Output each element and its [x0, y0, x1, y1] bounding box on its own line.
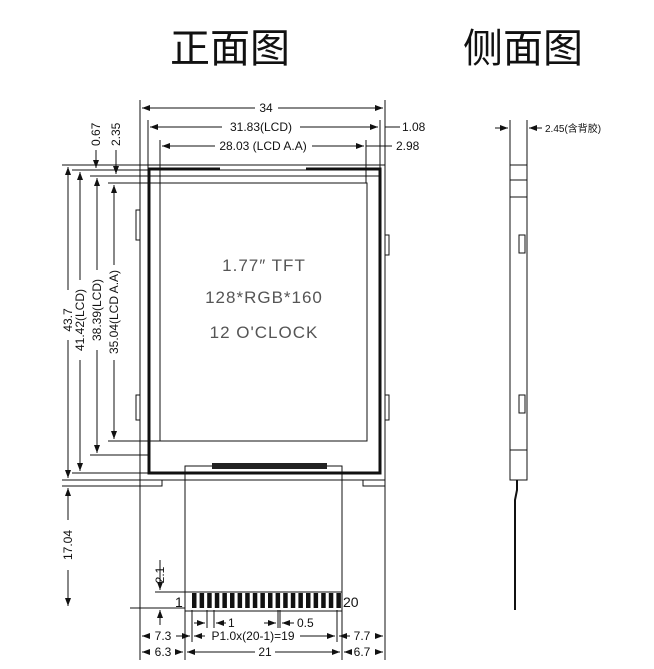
pin-20-label: 20 [343, 594, 359, 610]
connector-pin [313, 593, 319, 608]
dim-width-total: 34 [259, 101, 273, 115]
dim-width-lcd: 31.83(LCD) [230, 120, 292, 134]
connector-pin [237, 593, 243, 608]
connector-pin [207, 593, 212, 608]
dim-left-1: 7.3 [155, 629, 172, 643]
dim-thickness: 2.45(含背胶) [545, 122, 601, 135]
display-text-orientation: 12 O'CLOCK [210, 323, 319, 342]
connector-pin [268, 593, 273, 608]
active-area [159, 182, 368, 442]
dim-left-2: 6.3 [155, 645, 172, 659]
dim-right-2: 2.98 [396, 139, 420, 153]
dim-height-total: 43.7 [61, 308, 75, 332]
connector-pin [306, 593, 311, 608]
pin-1-label: 1 [175, 594, 183, 610]
side-view [495, 120, 542, 610]
connector-pins [192, 593, 341, 608]
dim-height-aa: 35.04(LCD A.A) [107, 270, 121, 354]
dim-right-3: 7.7 [354, 629, 371, 643]
side-view-title: 侧面图 [463, 26, 583, 72]
dim-fpc-length: 17.04 [61, 530, 75, 560]
fpc-bond [212, 463, 327, 469]
dim-height-lcd2: 38.39(LCD) [90, 279, 104, 341]
side-outline [509, 164, 528, 481]
connector-pin [298, 593, 303, 608]
dim-height-lcd: 41.42(LCD) [73, 289, 87, 351]
connector-pin [252, 593, 258, 608]
dim-width-aa: 28.03 (LCD A.A) [219, 139, 306, 153]
dim-pad-height: 2.1 [153, 566, 167, 583]
display-text-resolution: 128*RGB*160 [205, 288, 323, 307]
connector-pin [328, 593, 334, 608]
connector-pin [214, 593, 220, 608]
connector-pin [283, 593, 288, 608]
connector-pin [245, 593, 250, 608]
connector-pin [336, 593, 341, 608]
fpc-outline [184, 465, 343, 612]
dim-pin-width: 1 [228, 616, 235, 630]
dim-pitch: P1.0x(20-1)=19 [211, 629, 294, 643]
dim-pin-gap: 0.5 [297, 616, 314, 630]
display-text-size: 1.77″ TFT [222, 256, 306, 275]
connector-pin [230, 593, 235, 608]
fpc [130, 463, 343, 612]
connector-pin [192, 593, 197, 608]
dim-top-1: 0.67 [89, 122, 103, 146]
connector-pin [321, 593, 326, 608]
side-fpc [514, 480, 518, 610]
connector-pin [222, 593, 227, 608]
connector-pin [260, 593, 265, 608]
front-view-title: 正面图 [170, 26, 290, 72]
dim-right-4: 6.7 [354, 645, 371, 659]
front-view: 1.77″ TFT 128*RGB*160 12 O'CLOCK [135, 164, 390, 487]
connector-pin [275, 593, 281, 608]
module-outline [139, 164, 386, 481]
connector-pin [199, 593, 205, 608]
connector-pin [290, 593, 296, 608]
dim-top-2: 2.35 [109, 122, 123, 146]
dim-right-1: 1.08 [402, 120, 426, 134]
dim-fpc-width: 21 [258, 645, 272, 659]
lcd-outline [147, 167, 382, 475]
